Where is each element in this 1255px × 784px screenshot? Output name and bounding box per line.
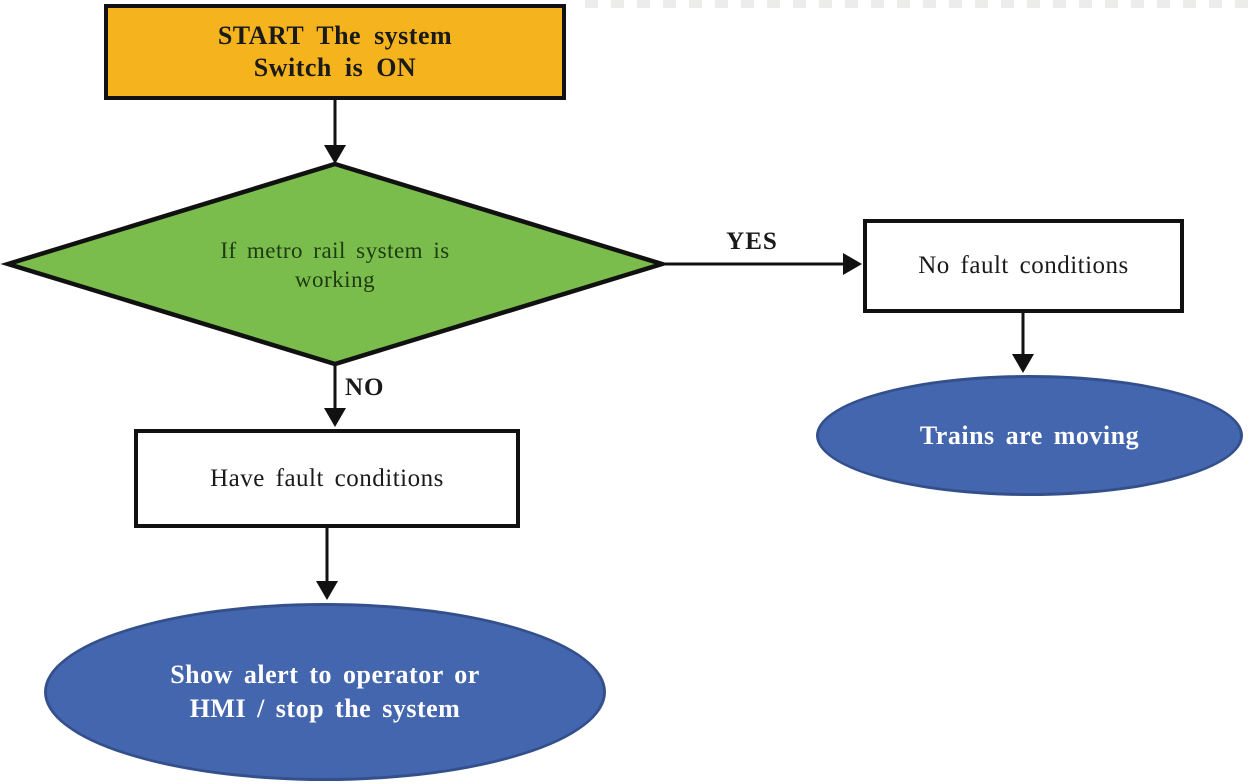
arrow-decision-to-have-fault	[324, 366, 346, 427]
node-no-fault: No fault conditions	[863, 219, 1184, 313]
arrow-have-fault-to-alert	[316, 528, 338, 600]
node-have-fault: Have fault conditions	[134, 429, 520, 528]
node-decision-label: If metro rail system is working	[220, 238, 450, 292]
arrow-no-fault-to-trains	[1012, 313, 1034, 373]
no-label: NO	[345, 374, 385, 401]
yes-label: YES	[726, 228, 778, 255]
decision-diamond-shape	[0, 161, 670, 367]
arrow-start-to-decision	[324, 100, 346, 164]
page-edge-dashes	[585, 0, 1255, 8]
node-start: START The system Switch is ON	[104, 4, 566, 100]
node-show-alert: Show alert to operator or HMI / stop the…	[44, 603, 606, 781]
arrow-decision-to-no-fault	[664, 253, 862, 275]
node-trains-moving: Trains are moving	[816, 375, 1243, 496]
